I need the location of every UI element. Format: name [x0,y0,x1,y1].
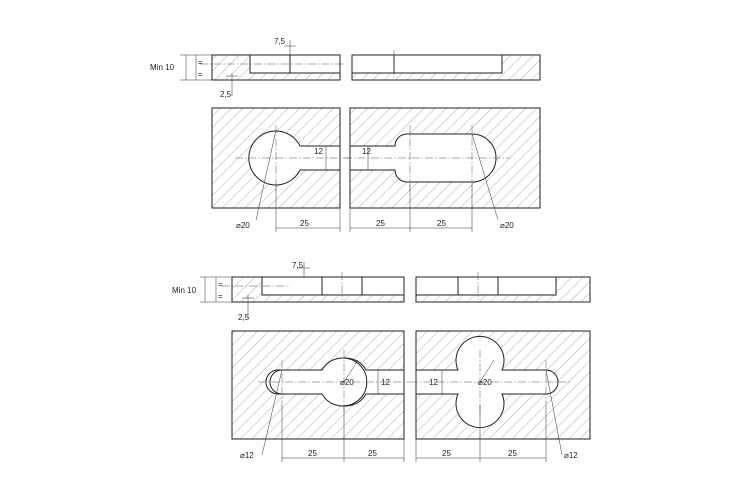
top-equal-mark-1: = [198,58,203,67]
bottom-depth-7-5-label: 7,5 [292,261,304,270]
top-right-slot-width: 12 [362,147,371,156]
top-horizontal-dimensions: 25 25 25 [275,185,473,232]
bottom-left-diameter-20: ⌀20 [340,378,354,387]
bottom-thickness-dimension: Min 10 = = [172,276,232,303]
bottom-equal-mark-1: = [218,280,223,289]
top-left-plate: 12 ⌀20 [211,107,350,230]
bottom-set: Min 10 = = 7,5 2,5 12 ⌀20 ⌀12 [172,261,591,462]
top-equal-mark-2: = [198,70,203,79]
bottom-dim-25-c: 25 [442,449,451,458]
top-right-diameter-label: ⌀20 [500,221,514,230]
top-right-plate: 12 ⌀20 [344,107,541,230]
top-depth-dimensions: 7,5 2,5 [220,37,296,99]
bottom-left-slot-width: 12 [381,378,390,387]
top-left-side-section [200,54,345,81]
bottom-right-diameter-12: ⌀12 [564,451,578,460]
bottom-dim-25-b: 25 [368,449,377,458]
top-dim-25-c: 25 [437,219,446,228]
top-right-side-section [351,50,541,81]
bottom-equal-mark-2: = [218,292,223,301]
bottom-right-plate: 12 ⌀20 ⌀12 [410,330,591,460]
top-left-slot-width: 12 [314,147,323,156]
top-thickness-dimension: Min 10 = = [150,54,212,81]
top-left-diameter-label: ⌀20 [236,221,250,230]
bottom-right-diameter-20: ⌀20 [478,378,492,387]
top-depth-7-5-label: 7,5 [274,37,286,46]
bottom-min-thickness-label: Min 10 [172,286,197,295]
top-min-thickness-label: Min 10 [150,63,175,72]
bottom-dim-25-d: 25 [508,449,517,458]
bottom-left-side-section [222,272,405,303]
bottom-right-side-section [415,272,591,303]
bottom-dim-25-a: 25 [308,449,317,458]
top-set: Min 10 = = 7,5 2,5 12 ⌀20 [150,37,541,232]
bottom-left-diameter-12: ⌀12 [240,451,254,460]
bottom-right-slot-width: 12 [429,378,438,387]
bottom-depth-dimensions: 7,5 2,5 [238,261,310,322]
bottom-depth-2-5-label: 2,5 [238,313,250,322]
top-depth-2-5-label: 2,5 [220,90,232,99]
bottom-left-plate: 12 ⌀20 ⌀12 [231,330,410,460]
bottom-horizontal-dimensions: 25 25 25 25 [281,405,547,462]
top-dim-25-b: 25 [376,219,385,228]
top-dim-25-a: 25 [300,219,309,228]
